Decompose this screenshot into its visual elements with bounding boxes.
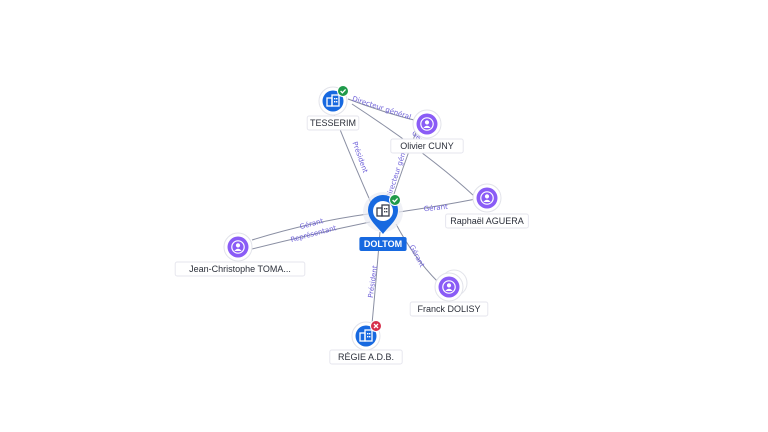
building-icon bbox=[359, 329, 373, 342]
node-jean[interactable]: Jean-Christophe TOMA... bbox=[174, 232, 306, 277]
status-active-icon bbox=[337, 85, 349, 97]
node-label-bg bbox=[306, 115, 360, 131]
node-label-bg bbox=[445, 213, 529, 229]
pin-inner bbox=[373, 201, 393, 221]
edge-line bbox=[251, 213, 369, 241]
node-regie[interactable]: RÉGIE A.D.B. bbox=[329, 320, 403, 365]
edge-line bbox=[347, 98, 419, 122]
edge-line bbox=[395, 223, 439, 283]
node-label: Jean-Christophe TOMA... bbox=[189, 264, 291, 274]
node-label: DOLTOM bbox=[364, 239, 402, 249]
person-icon bbox=[442, 280, 456, 294]
node-label: TESSERIM bbox=[310, 118, 356, 128]
person-icon bbox=[231, 240, 245, 254]
edge-line bbox=[251, 221, 371, 250]
node-label-tag bbox=[359, 237, 407, 251]
node-tesserim[interactable]: TESSERIM bbox=[306, 85, 360, 131]
node-label: Raphaël AGUERA bbox=[450, 216, 524, 226]
nodes-layer: DOLTOM TESSERIM Olivier CUNY Raphaël AGUERA… bbox=[174, 85, 529, 365]
edge-raphael-doltom: Gérant bbox=[398, 198, 477, 213]
node-label: Olivier CUNY bbox=[400, 141, 454, 151]
status-active-icon bbox=[389, 194, 401, 206]
edge-label: Directeur général bbox=[351, 95, 412, 122]
edge-label: Gérant bbox=[423, 203, 448, 213]
node-label-bg bbox=[329, 349, 403, 365]
node-label: Franck DOLISY bbox=[417, 304, 480, 314]
edge-label: Gérant bbox=[408, 244, 426, 269]
building-icon bbox=[326, 94, 340, 107]
edge-label: Président bbox=[351, 141, 370, 175]
node-label: RÉGIE A.D.B. bbox=[338, 352, 394, 362]
person-icon bbox=[420, 117, 434, 131]
node-raphael[interactable]: Raphaël AGUERA bbox=[445, 183, 529, 229]
node-doltom[interactable]: DOLTOM bbox=[359, 192, 407, 251]
status-closed-icon bbox=[370, 320, 382, 332]
node-franck[interactable]: Franck DOLISY bbox=[409, 269, 489, 317]
node-label-bg bbox=[409, 301, 489, 317]
node-olivier[interactable]: Olivier CUNY bbox=[390, 109, 464, 154]
person-icon bbox=[480, 191, 494, 205]
node-label-bg bbox=[174, 261, 306, 277]
node-label-bg bbox=[390, 138, 464, 154]
building-icon bbox=[376, 204, 390, 217]
edge-line bbox=[398, 198, 477, 213]
edge-franck-doltom: Gérant bbox=[395, 223, 439, 283]
edge-label: Président bbox=[367, 265, 380, 299]
